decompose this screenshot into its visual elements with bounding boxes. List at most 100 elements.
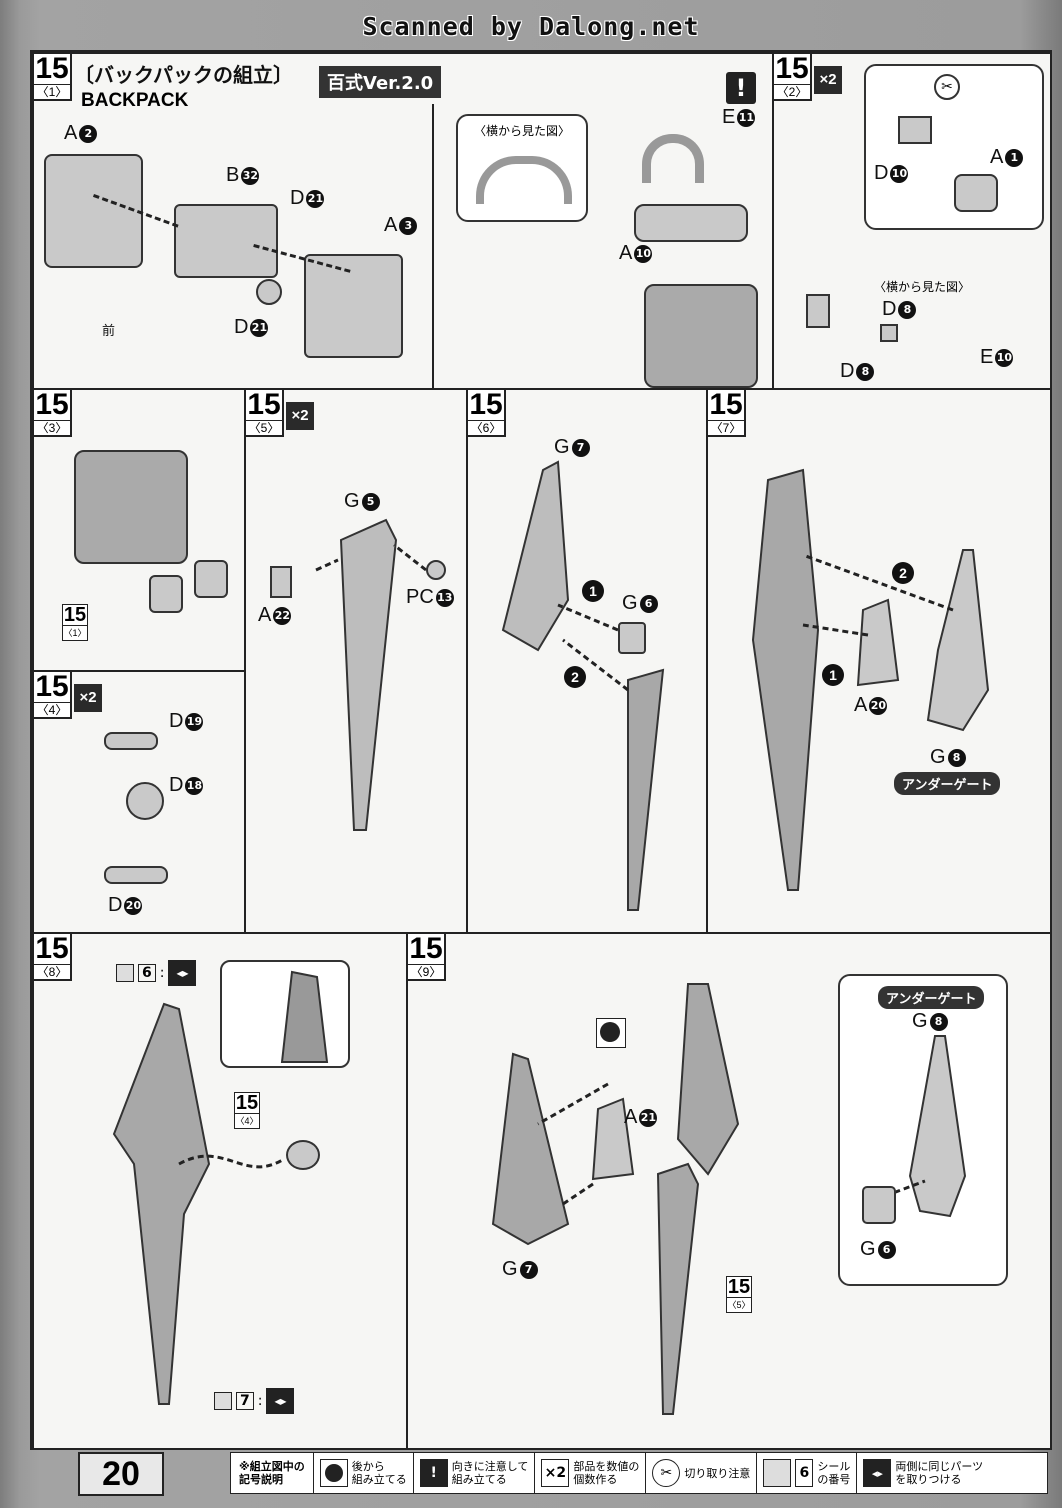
thruster-part <box>194 560 228 598</box>
panel-step-15-8: 15〈8〉 6 : ◂▸ 15〈4〉 7 : ◂▸ <box>32 932 410 1450</box>
seal-7-indicator: 7 : ◂▸ <box>214 1388 295 1414</box>
version-badge: 百式Ver.2.0 <box>319 66 442 98</box>
seal-icon <box>214 1392 232 1410</box>
cable-e11 <box>642 134 704 183</box>
footer: 20 ※組立図中の記号説明 後から組み立てる ! 向きに注意して組み立てる ×2… <box>30 1448 1050 1498</box>
multiply-badge: ×2 <box>286 402 314 430</box>
part-b32 <box>174 204 278 278</box>
blade-assembly-illustration <box>751 468 990 891</box>
part-d10 <box>898 116 932 144</box>
legend-item-seal: 6 シールの番号 <box>757 1453 858 1493</box>
page-number: 20 <box>78 1452 164 1496</box>
both-sides-icon: ◂▸ <box>863 1459 892 1487</box>
multiply-badge: ×2 <box>814 66 842 94</box>
binder-blade-illustration <box>315 518 427 831</box>
part-a3 <box>304 254 403 358</box>
multiply-badge: ×2 <box>74 684 102 712</box>
blade-assembly-illustration <box>491 983 740 1415</box>
part-a1 <box>954 174 998 212</box>
step-number: 15〈9〉 <box>408 934 446 981</box>
step-number: 15〈5〉 <box>246 390 284 437</box>
blade-illustration <box>112 1002 285 1405</box>
cut-caution-icon: ✂ <box>934 74 960 100</box>
side-view-callout: 〈横から見た図〉 <box>456 114 588 222</box>
legend-item-cut-caution: ✂ 切り取り注意 <box>646 1453 758 1493</box>
under-gate-badge: アンダーゲート <box>878 986 985 1009</box>
part-a2 <box>44 154 143 268</box>
symbol-legend: ※組立図中の記号説明 後から組み立てる ! 向きに注意して組み立てる ×2 部品… <box>230 1452 1048 1494</box>
caution-icon: ! <box>419 1459 448 1487</box>
step-number: 15〈2〉 <box>774 54 812 101</box>
joint-part <box>286 1140 320 1170</box>
blade-tip-detail <box>280 970 329 1063</box>
build-later-icon <box>319 1459 348 1487</box>
step-number: 15〈6〉 <box>468 390 506 437</box>
g8-illustration <box>884 1035 967 1218</box>
part-d8 <box>880 324 898 342</box>
backpack-body <box>644 284 758 388</box>
part-d20 <box>104 866 168 884</box>
legend-heading: ※組立図中の記号説明 <box>231 1453 314 1493</box>
legend-item-orientation: ! 向きに注意して組み立てる <box>414 1453 536 1493</box>
part-g6 <box>862 1186 896 1224</box>
panel-step-15-3: 15〈3〉 15〈1〉 <box>32 388 248 674</box>
ref-step-badge: 15〈5〉 <box>726 1276 752 1313</box>
front-label: 前 <box>102 323 116 338</box>
cut-caution-icon: ✂ <box>652 1459 681 1487</box>
part-d21 <box>256 279 282 305</box>
part-a10 <box>634 204 748 242</box>
seal-number: 7 <box>236 1392 254 1410</box>
backpack-body <box>74 450 188 564</box>
both-sides-icon: ◂▸ <box>168 960 197 986</box>
divider <box>432 104 434 390</box>
seal-colon: : <box>159 965 165 981</box>
step-order-1: 1 <box>822 664 844 686</box>
seal-number-icon: 6 <box>795 1459 814 1487</box>
legend-item-build-later: 後から組み立てる <box>314 1453 414 1493</box>
legend-item-multiply: ×2 部品を数値の個数作る <box>535 1453 647 1493</box>
thruster-part <box>149 575 183 613</box>
step-order-2: 2 <box>564 666 586 688</box>
part-d18 <box>126 782 164 820</box>
step-number: 15〈3〉 <box>34 390 72 437</box>
step-number: 15〈8〉 <box>34 934 72 981</box>
side-view-label: 〈横から見た図〉 <box>473 124 570 138</box>
ref-step-badge: 15〈1〉 <box>62 604 88 641</box>
step-order-2: 2 <box>892 562 914 584</box>
seal-6-indicator: 6 : ◂▸ <box>116 960 197 986</box>
part-g6 <box>618 622 646 654</box>
section-title-en: BACKPACK <box>81 90 189 111</box>
seal-icon <box>116 964 134 982</box>
both-sides-icon: ◂▸ <box>266 1388 295 1414</box>
part-a22 <box>270 566 292 598</box>
step-number: 15〈4〉 <box>34 672 72 719</box>
